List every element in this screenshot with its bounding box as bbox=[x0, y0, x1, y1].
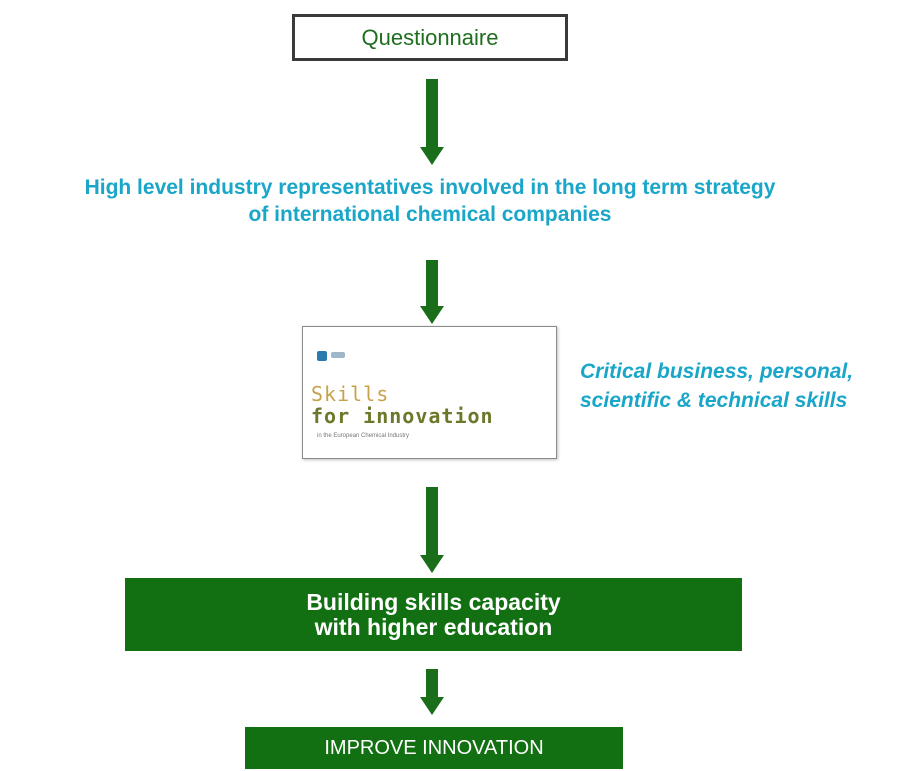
building-skills-box: Building skills capacity with higher edu… bbox=[125, 578, 742, 651]
cefic-logo-icon bbox=[317, 351, 327, 361]
industry-representatives-text: High level industry representatives invo… bbox=[0, 174, 860, 228]
cover-title-line2: for innovation bbox=[311, 404, 494, 428]
skills-note-line1: Critical business, personal, bbox=[580, 360, 854, 383]
cover-title-line1: Skills bbox=[311, 382, 390, 406]
building-skills-line2: with higher education bbox=[314, 613, 553, 640]
industry-text-line2: of international chemical companies bbox=[248, 203, 612, 226]
questionnaire-box: Questionnaire bbox=[292, 14, 568, 61]
critical-skills-note: Critical business, personal, scientific … bbox=[580, 357, 915, 415]
skills-note-line2: scientific & technical skills bbox=[580, 389, 848, 412]
logo-wordmark bbox=[331, 352, 345, 358]
down-arrow-icon bbox=[420, 260, 444, 324]
questionnaire-label: Questionnaire bbox=[361, 24, 499, 50]
report-cover-image: Skills for innovation in the European Ch… bbox=[302, 326, 557, 459]
building-skills-line1: Building skills capacity bbox=[306, 588, 561, 615]
cover-subtitle: in the European Chemical Industry bbox=[317, 433, 410, 439]
improve-innovation-box: IMPROVE INNOVATION bbox=[245, 727, 623, 769]
down-arrow-icon bbox=[420, 669, 444, 715]
down-arrow-icon bbox=[420, 79, 444, 165]
industry-text-line1: High level industry representatives invo… bbox=[84, 176, 776, 199]
improve-innovation-label: IMPROVE INNOVATION bbox=[324, 736, 544, 759]
down-arrow-icon bbox=[420, 487, 444, 573]
